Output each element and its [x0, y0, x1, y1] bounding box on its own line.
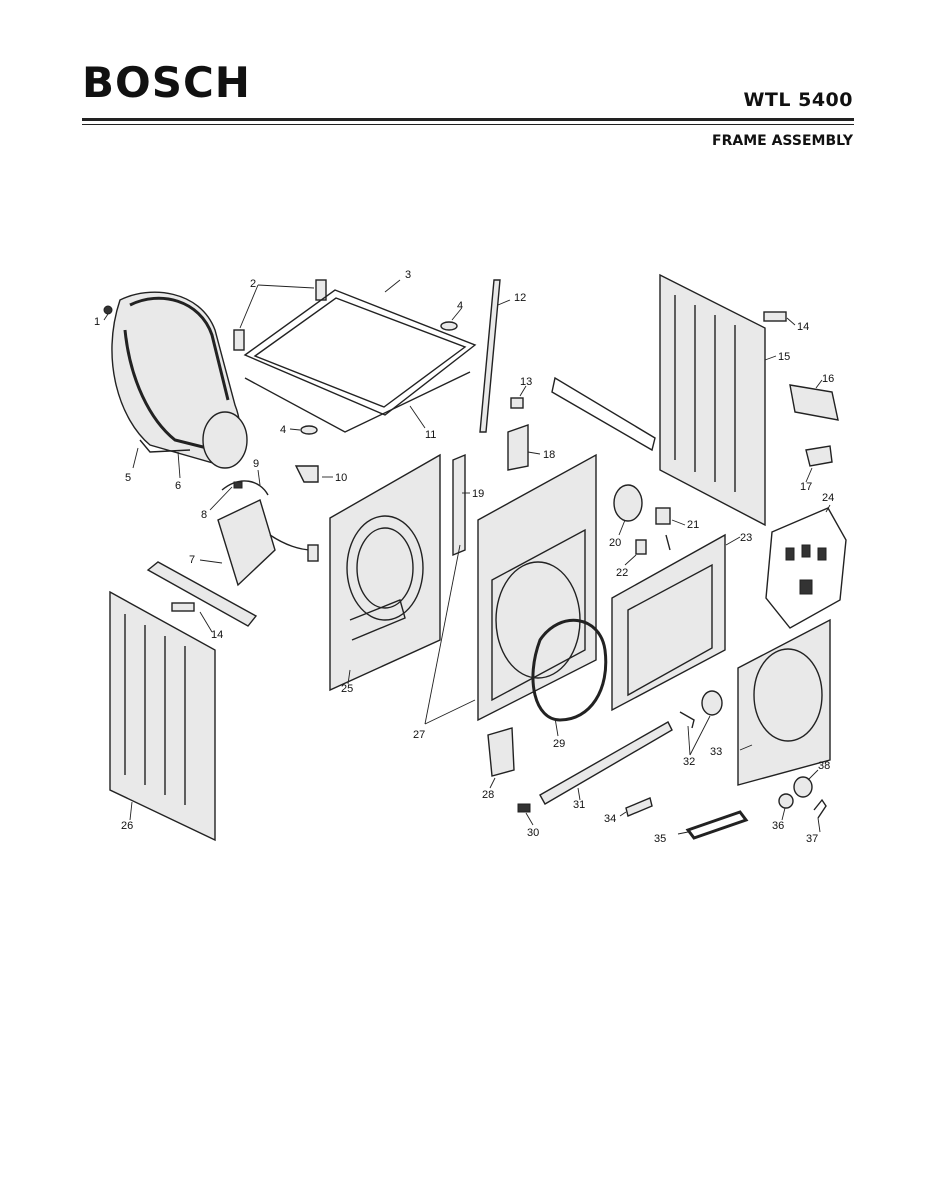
part-32-handle	[679, 690, 723, 756]
callout-15: 15	[778, 351, 790, 363]
part-14-rail-left	[146, 561, 258, 633]
part-1-screw	[103, 305, 113, 321]
model-number: WTL 5400	[743, 89, 853, 111]
part-31-toe-kick	[539, 721, 673, 805]
part-36-37-38-knobs	[778, 769, 827, 833]
part-12-strut	[479, 279, 511, 433]
callout-21: 21	[687, 519, 699, 531]
header-rule-thin	[82, 124, 854, 125]
callout-34: 34	[604, 813, 616, 825]
callout-25: 25	[341, 683, 353, 695]
section-title: FRAME ASSEMBLY	[712, 133, 853, 149]
callout-19: 19	[472, 488, 484, 500]
callout-10: 10	[335, 472, 347, 484]
callout-7: 7	[189, 554, 195, 566]
callout-27: 27	[413, 729, 425, 741]
part-35-band	[677, 810, 749, 840]
part-13-18-brackets	[507, 385, 541, 471]
part-15-right-side-panel	[659, 273, 777, 527]
callout-32: 32	[683, 756, 695, 768]
callout-28: 28	[482, 789, 494, 801]
part-29-door-seal	[531, 618, 608, 737]
header-rule-thick	[82, 118, 854, 121]
part-34-foot	[619, 797, 653, 817]
callout-18: 18	[543, 449, 555, 461]
callout-6: 6	[175, 480, 181, 492]
callout-23: 23	[740, 532, 752, 544]
part-28-switch	[487, 727, 515, 789]
callout-8: 8	[201, 509, 207, 521]
callout-9: 9	[253, 458, 259, 470]
part-30-clip	[517, 803, 534, 826]
brand-logo: BOSCH	[82, 58, 251, 107]
callout-11: 11	[425, 429, 436, 441]
callout-30: 30	[527, 827, 539, 839]
callout-5: 5	[125, 472, 131, 484]
part-26-side-panel	[109, 590, 216, 842]
callout-35: 35	[654, 833, 666, 845]
part-33-door	[737, 618, 831, 786]
part-19-rail	[452, 453, 470, 557]
part-5-6-rear-housing	[111, 291, 248, 479]
callout-4a: 4	[457, 300, 463, 312]
callout-1: 1	[94, 316, 100, 328]
callout-2: 2	[250, 278, 256, 290]
callout-22: 22	[616, 567, 628, 579]
callout-24: 24	[822, 492, 834, 504]
callout-16: 16	[822, 373, 834, 385]
part-14-right	[763, 311, 796, 326]
part-27-front-frame	[424, 453, 597, 725]
part-24-kit	[765, 504, 847, 629]
callout-26: 26	[121, 820, 133, 832]
callout-36: 36	[772, 820, 784, 832]
part-23-front-panel	[611, 533, 741, 712]
cross-brace	[551, 376, 656, 452]
callout-14b: 14	[211, 629, 223, 641]
callout-33: 33	[710, 746, 722, 758]
part-3-11-top-cover	[243, 279, 477, 433]
callout-29: 29	[553, 738, 565, 750]
part-25-rear-panel	[329, 453, 441, 692]
callout-14a: 14	[797, 321, 809, 333]
callout-13: 13	[520, 376, 532, 388]
part-16-17-brackets	[789, 379, 839, 483]
part-7-8-9-control-module	[199, 469, 319, 587]
part-10-bracket	[294, 465, 333, 483]
callout-31: 31	[573, 799, 585, 811]
callout-12: 12	[514, 292, 526, 304]
callout-3: 3	[405, 269, 411, 281]
callout-20: 20	[609, 537, 621, 549]
callout-37: 37	[806, 833, 818, 845]
part-20-21-22-components	[613, 484, 686, 566]
callout-4b: 4	[280, 424, 286, 436]
callout-17: 17	[800, 481, 812, 493]
callout-38: 38	[818, 760, 830, 772]
part-4-pads	[289, 308, 462, 435]
